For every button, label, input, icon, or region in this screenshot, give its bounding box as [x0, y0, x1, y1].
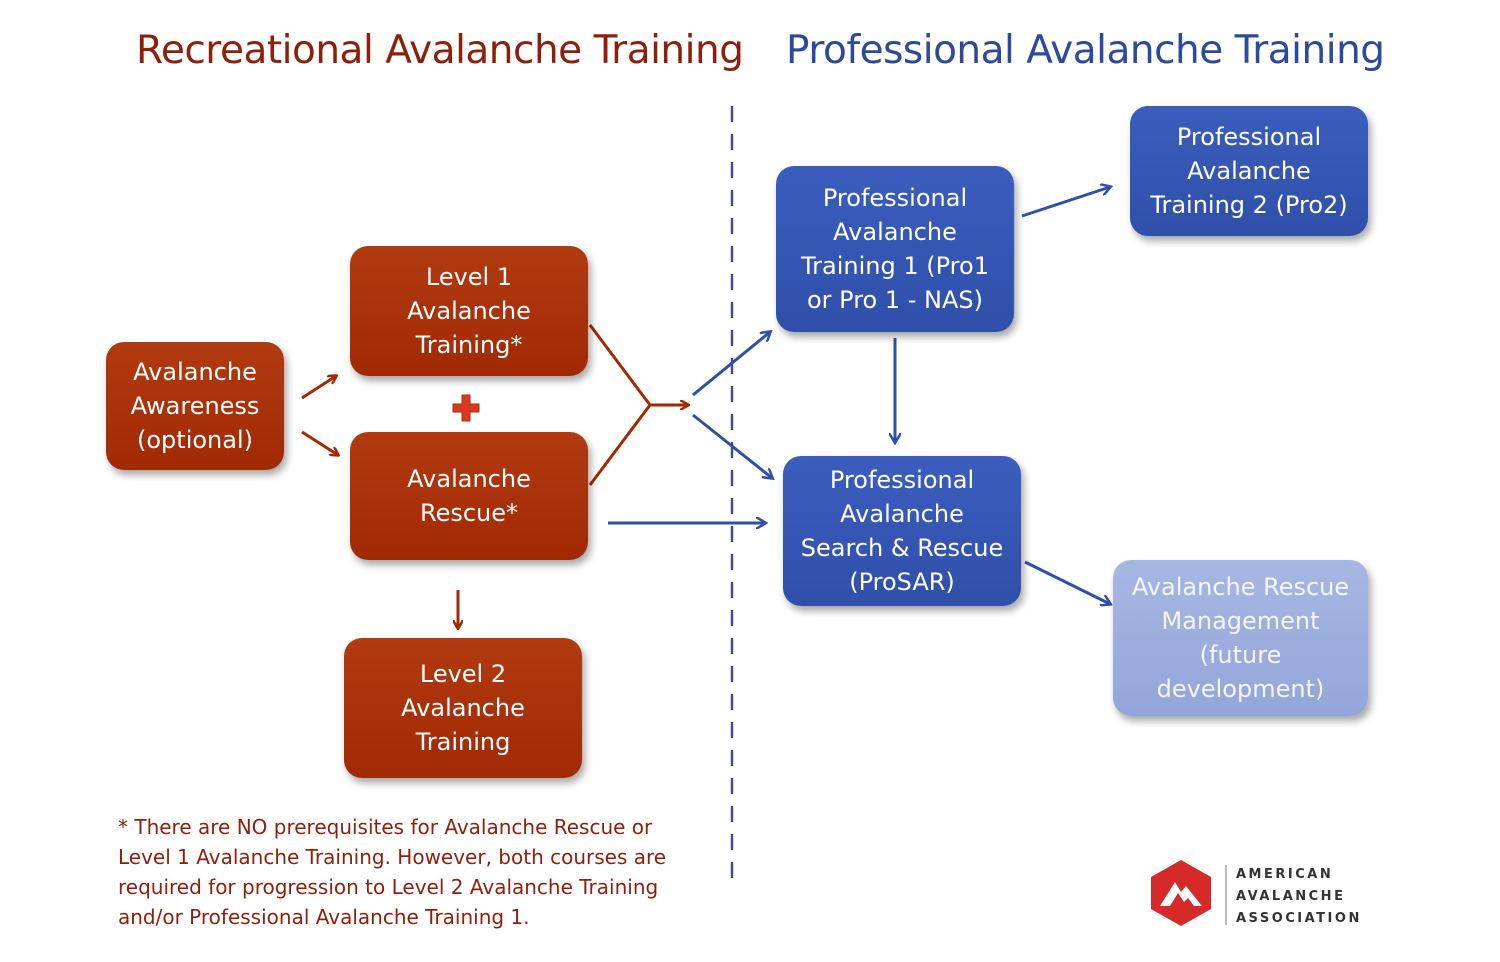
pro1-training-box: Professional Avalanche Training 1 (Pro1 … [776, 166, 1014, 332]
mountain-hexagon-icon [1151, 860, 1211, 926]
rescue-management-box: Avalanche Rescue Management (future deve… [1113, 560, 1368, 716]
logo-line-1: AMERICAN [1236, 867, 1334, 882]
prerequisites-footnote: * There are NO prerequisites for Avalanc… [118, 815, 667, 929]
arrow-merge-to-prosar [692, 413, 772, 478]
level2-training-box: Level 2 Avalanche Training [344, 638, 582, 778]
professional-section-title: Professional Avalanche Training [786, 28, 1385, 73]
arrow-awareness-to-level1 [301, 376, 336, 400]
level1-training-box: Level 1 Avalanche Training* [350, 246, 588, 376]
prosar-box: Professional Avalanche Search & Rescue (… [783, 456, 1021, 606]
logo-line-3: ASSOCIATION [1236, 911, 1362, 926]
arrow-pro1-to-pro2 [1021, 187, 1110, 218]
logo-divider [1225, 865, 1227, 925]
recreational-section-title: Recreational Avalanche Training [136, 28, 744, 73]
arrow-prosar-to-rescue-management [1024, 560, 1110, 604]
arrow-awareness-to-rescue [301, 430, 338, 455]
avalanche-rescue-box: Avalanche Rescue* [350, 432, 588, 560]
avalanche-awareness-box: Avalanche Awareness (optional) [106, 342, 284, 470]
pro2-training-box: Professional Avalanche Training 2 (Pro2) [1130, 106, 1368, 236]
plus-icon [452, 394, 480, 422]
arrow-merge-to-pro1 [692, 332, 770, 397]
association-logo-text: AMERICAN AVALANCHE ASSOCIATION [1236, 864, 1362, 930]
logo-line-2: AVALANCHE [1236, 889, 1346, 904]
merge-lines-level1-rescue [588, 324, 652, 486]
